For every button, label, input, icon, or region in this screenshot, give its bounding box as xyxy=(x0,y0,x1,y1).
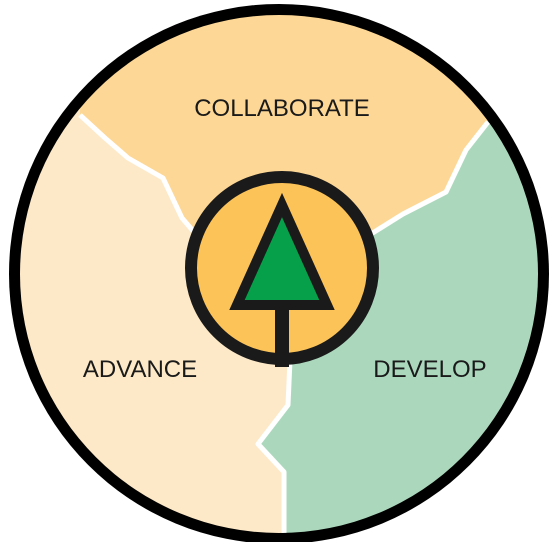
segment-advance xyxy=(20,15,290,533)
label-collaborate: COLLABORATE xyxy=(194,95,370,122)
segment-develop xyxy=(258,15,538,533)
tree-canopy xyxy=(229,192,335,310)
tree-icon xyxy=(185,171,379,367)
divider-advance-develop xyxy=(255,359,293,533)
label-advance: ADVANCE xyxy=(83,356,197,383)
tree-trunk xyxy=(275,305,289,367)
segment-collaborate xyxy=(80,15,488,274)
label-develop: DEVELOP xyxy=(373,356,486,383)
